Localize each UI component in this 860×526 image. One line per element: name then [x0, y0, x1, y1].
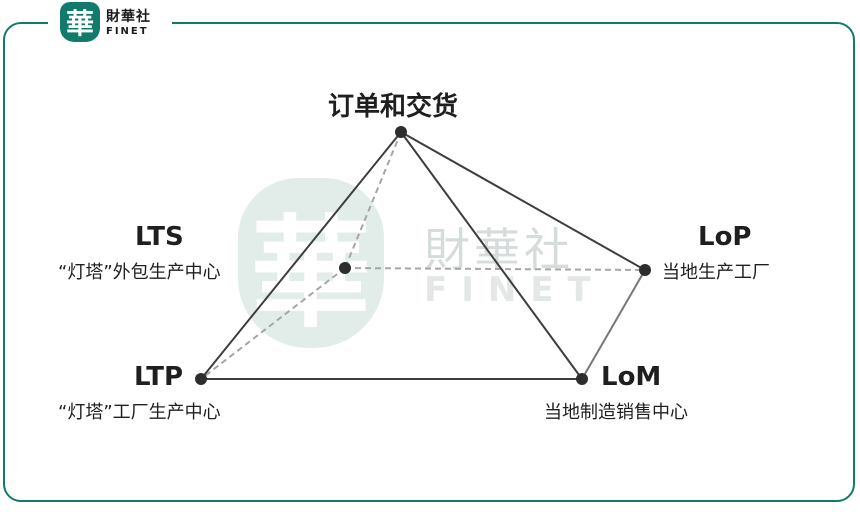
- edge-lts-lop: [344, 267, 646, 271]
- edge-lom-lop: [581, 269, 646, 380]
- node-lts: [339, 262, 351, 274]
- node-ltp: [195, 373, 207, 385]
- sublabel-lom: 当地制造销售中心: [544, 402, 688, 423]
- edge-top-lom: [400, 131, 583, 380]
- logo-text-cn: 財華社: [106, 9, 151, 25]
- edge-top-ltp: [200, 131, 402, 380]
- node-lop: [639, 264, 651, 276]
- logo-text-en: FINET: [106, 26, 149, 37]
- label-lop: LoP: [698, 222, 752, 252]
- edge-top-lts: [344, 131, 402, 269]
- node-top: [395, 126, 407, 138]
- sublabel-ltp: “灯塔”工厂生产中心: [58, 402, 221, 423]
- finet-logo-icon: 華: [60, 2, 100, 42]
- sublabel-lts: “灯塔”外包生产中心: [58, 262, 221, 283]
- label-ltp: LTP: [134, 362, 184, 392]
- node-lom: [576, 373, 588, 385]
- label-lts: LTS: [135, 222, 184, 252]
- label-top: 订单和交货: [328, 92, 459, 122]
- sublabel-lop: 当地生产工厂: [662, 262, 770, 283]
- label-lom: LoM: [601, 362, 662, 392]
- content-frame: [3, 22, 855, 502]
- edge-top-lop: [400, 131, 646, 271]
- edge-lts-ltp: [200, 267, 346, 380]
- watermark-seal-icon: 華: [238, 178, 384, 348]
